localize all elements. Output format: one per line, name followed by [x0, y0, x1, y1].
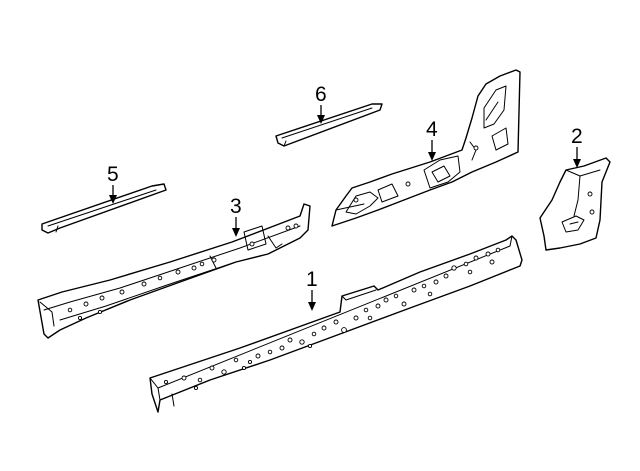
- arrowhead-4: [428, 152, 436, 161]
- arrowhead-2: [573, 159, 581, 168]
- callout-label-5: 5: [107, 163, 119, 186]
- callout-label-6: 6: [315, 83, 327, 106]
- callout-label-4: 4: [426, 118, 438, 141]
- callout-3: 3: [230, 195, 242, 237]
- callout-4: 4: [426, 118, 438, 161]
- callout-label-2: 2: [571, 125, 583, 148]
- callout-1: 1: [306, 268, 318, 311]
- arrowhead-6: [317, 115, 325, 124]
- arrowhead-3: [232, 228, 240, 237]
- part-6-reinforcement: [275, 103, 383, 147]
- part-3-inner-rocker: [37, 203, 311, 339]
- callout-5: 5: [107, 163, 119, 204]
- arrowhead-5: [109, 195, 117, 204]
- callout-6: 6: [315, 83, 327, 124]
- part-1-rocker-panel: [149, 235, 523, 413]
- arrowhead-1: [308, 302, 316, 311]
- callout-2: 2: [571, 125, 583, 168]
- callout-label-3: 3: [230, 195, 242, 218]
- part-2-pillar-reinforcement: [539, 157, 611, 251]
- callout-label-1: 1: [306, 268, 318, 291]
- part-4-quarter-panel: [331, 69, 521, 227]
- part-5-reinforcement: [41, 183, 167, 234]
